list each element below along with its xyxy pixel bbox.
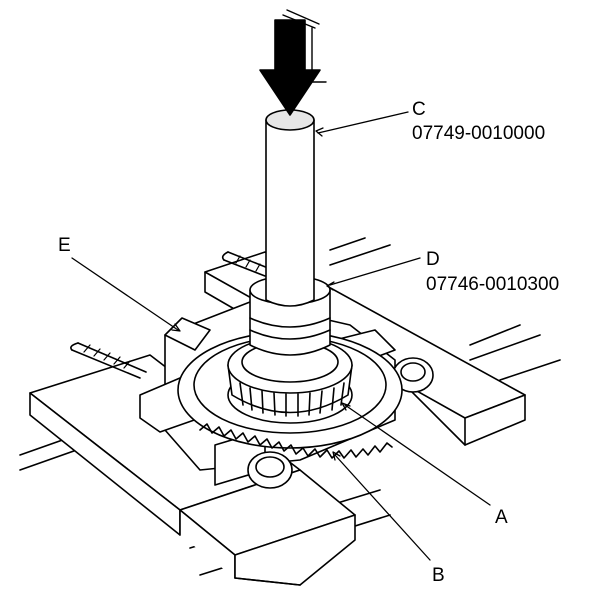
callout-c-part-number: 07749-0010000 xyxy=(412,123,546,144)
callout-c-letter: C xyxy=(412,99,426,120)
callout-a-letter: A xyxy=(495,507,508,528)
leader-lines xyxy=(71,111,491,561)
callout-d-part-number: 07746-0010300 xyxy=(426,274,560,295)
callout-b-letter: B xyxy=(432,565,445,586)
callout-d-letter: D xyxy=(426,249,440,270)
threaded-rods xyxy=(70,251,269,379)
driver-shaft-c xyxy=(265,109,315,307)
cap-nuts xyxy=(247,357,434,489)
press-direction-arrow xyxy=(259,9,327,116)
tapered-bearing xyxy=(227,336,353,424)
callout-e-letter: E xyxy=(58,235,71,256)
